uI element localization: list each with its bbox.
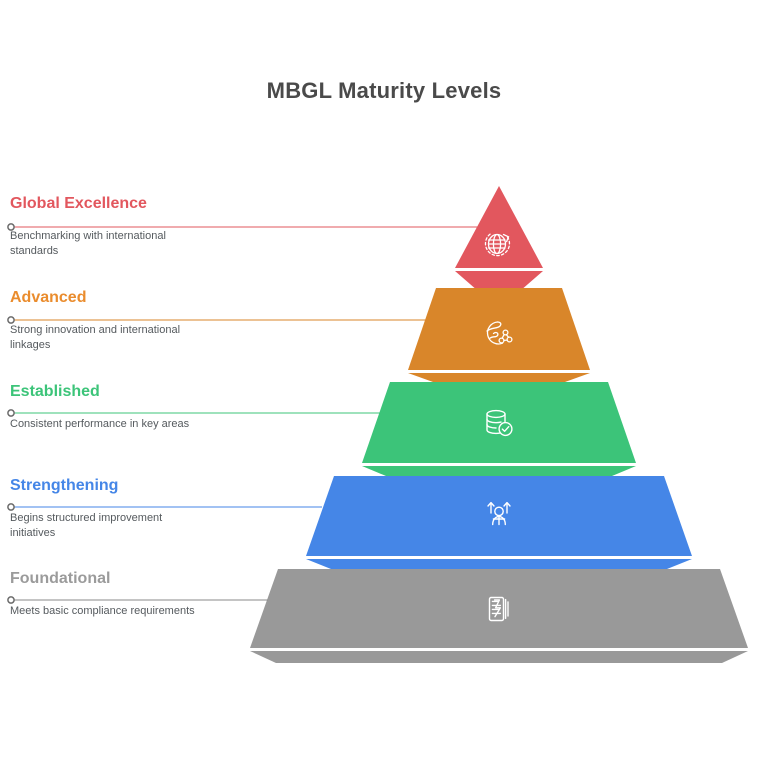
- connector-lines: [7, 223, 481, 604]
- level-face-advanced: [408, 288, 590, 370]
- level-rule-strengthening: [10, 496, 255, 507]
- level-face-global-excellence: [455, 186, 543, 268]
- level-label-foundational[interactable]: Foundational Meets basic compliance requ…: [10, 569, 255, 619]
- level-description-established: Consistent performance in key areas: [10, 418, 190, 430]
- level-description-global-excellence: Benchmarking with international standard…: [10, 230, 166, 257]
- document-checklist-icon: [488, 596, 509, 622]
- database-check-icon: [486, 409, 513, 437]
- globe-refresh-icon: [484, 232, 511, 257]
- level-base-advanced: [408, 373, 590, 382]
- level-rule-global-excellence: [10, 214, 255, 225]
- level-label-established[interactable]: Established Consistent performance in ke…: [10, 382, 255, 432]
- person-growth-arrows-icon: [487, 501, 511, 526]
- pyramid-level-strengthening[interactable]: [306, 476, 692, 569]
- connector-marker-advanced: [7, 316, 15, 324]
- connector-marker-global-excellence: [7, 223, 15, 231]
- globe-network-icon: [486, 321, 513, 345]
- level-label-strengthening[interactable]: Strengthening Begins structured improvem…: [10, 476, 255, 541]
- level-title-foundational: Foundational: [10, 570, 111, 587]
- level-title-global-excellence: Global Excellence: [10, 195, 147, 212]
- connector-marker-established: [7, 409, 15, 417]
- level-title-advanced: Advanced: [10, 289, 87, 306]
- connector-marker-strengthening: [7, 503, 15, 511]
- pyramid-level-established[interactable]: [362, 382, 636, 476]
- page-title: MBGL Maturity Levels: [266, 78, 502, 103]
- level-base-established: [362, 466, 636, 476]
- pyramid-level-foundational[interactable]: [250, 569, 748, 663]
- level-description-strengthening: Begins structured improvement initiative…: [10, 512, 163, 539]
- level-label-global-excellence[interactable]: Global Excellence Benchmarking with inte…: [10, 194, 255, 259]
- level-base-global-excellence: [455, 271, 543, 291]
- level-description-foundational: Meets basic compliance requirements: [10, 605, 195, 617]
- connector-marker-foundational: [7, 596, 15, 604]
- level-title-established: Established: [10, 383, 100, 400]
- level-base-strengthening: [306, 559, 692, 569]
- level-rule-foundational: [10, 589, 255, 600]
- level-face-foundational: [250, 569, 748, 648]
- level-base-foundational: [250, 651, 748, 663]
- level-rule-advanced: [10, 308, 255, 319]
- pyramid-level-advanced[interactable]: [408, 288, 590, 382]
- level-label-advanced[interactable]: Advanced Strong innovation and internati…: [10, 288, 255, 353]
- level-description-advanced: Strong innovation and international link…: [10, 324, 181, 351]
- pyramid-level-global-excellence[interactable]: [455, 186, 543, 291]
- level-rule-established: [10, 402, 255, 413]
- level-title-strengthening: Strengthening: [10, 477, 119, 494]
